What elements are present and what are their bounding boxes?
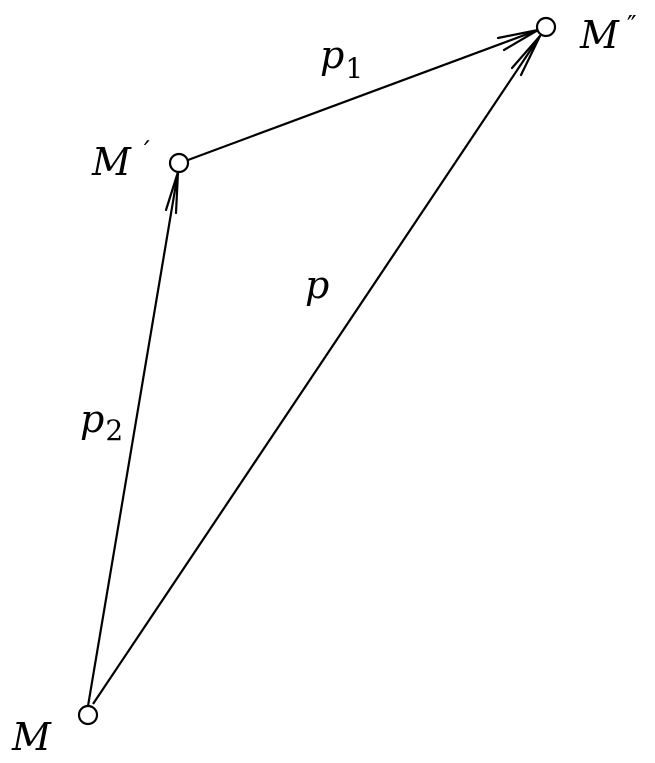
vector-p-line [92, 35, 541, 705]
vector-p-label: p [305, 263, 329, 307]
prime-mark: ´ [139, 138, 152, 168]
point-m-double-prime-label: M″ [579, 11, 637, 57]
vector-p-arrowhead [510, 34, 542, 77]
point-m-node [77, 704, 99, 726]
vector-p2-label: p2 [80, 397, 123, 447]
double-prime-mark: ″ [627, 11, 637, 41]
point-m-prime-label: M´ [91, 138, 152, 184]
vector-p1-line [187, 28, 539, 162]
vector-p2-line [86, 171, 180, 707]
point-m-label: M [11, 715, 52, 759]
point-m-prime-node [168, 152, 190, 174]
point-m-double-prime-node [535, 16, 557, 38]
vector-p1-label: p1 [320, 33, 363, 85]
